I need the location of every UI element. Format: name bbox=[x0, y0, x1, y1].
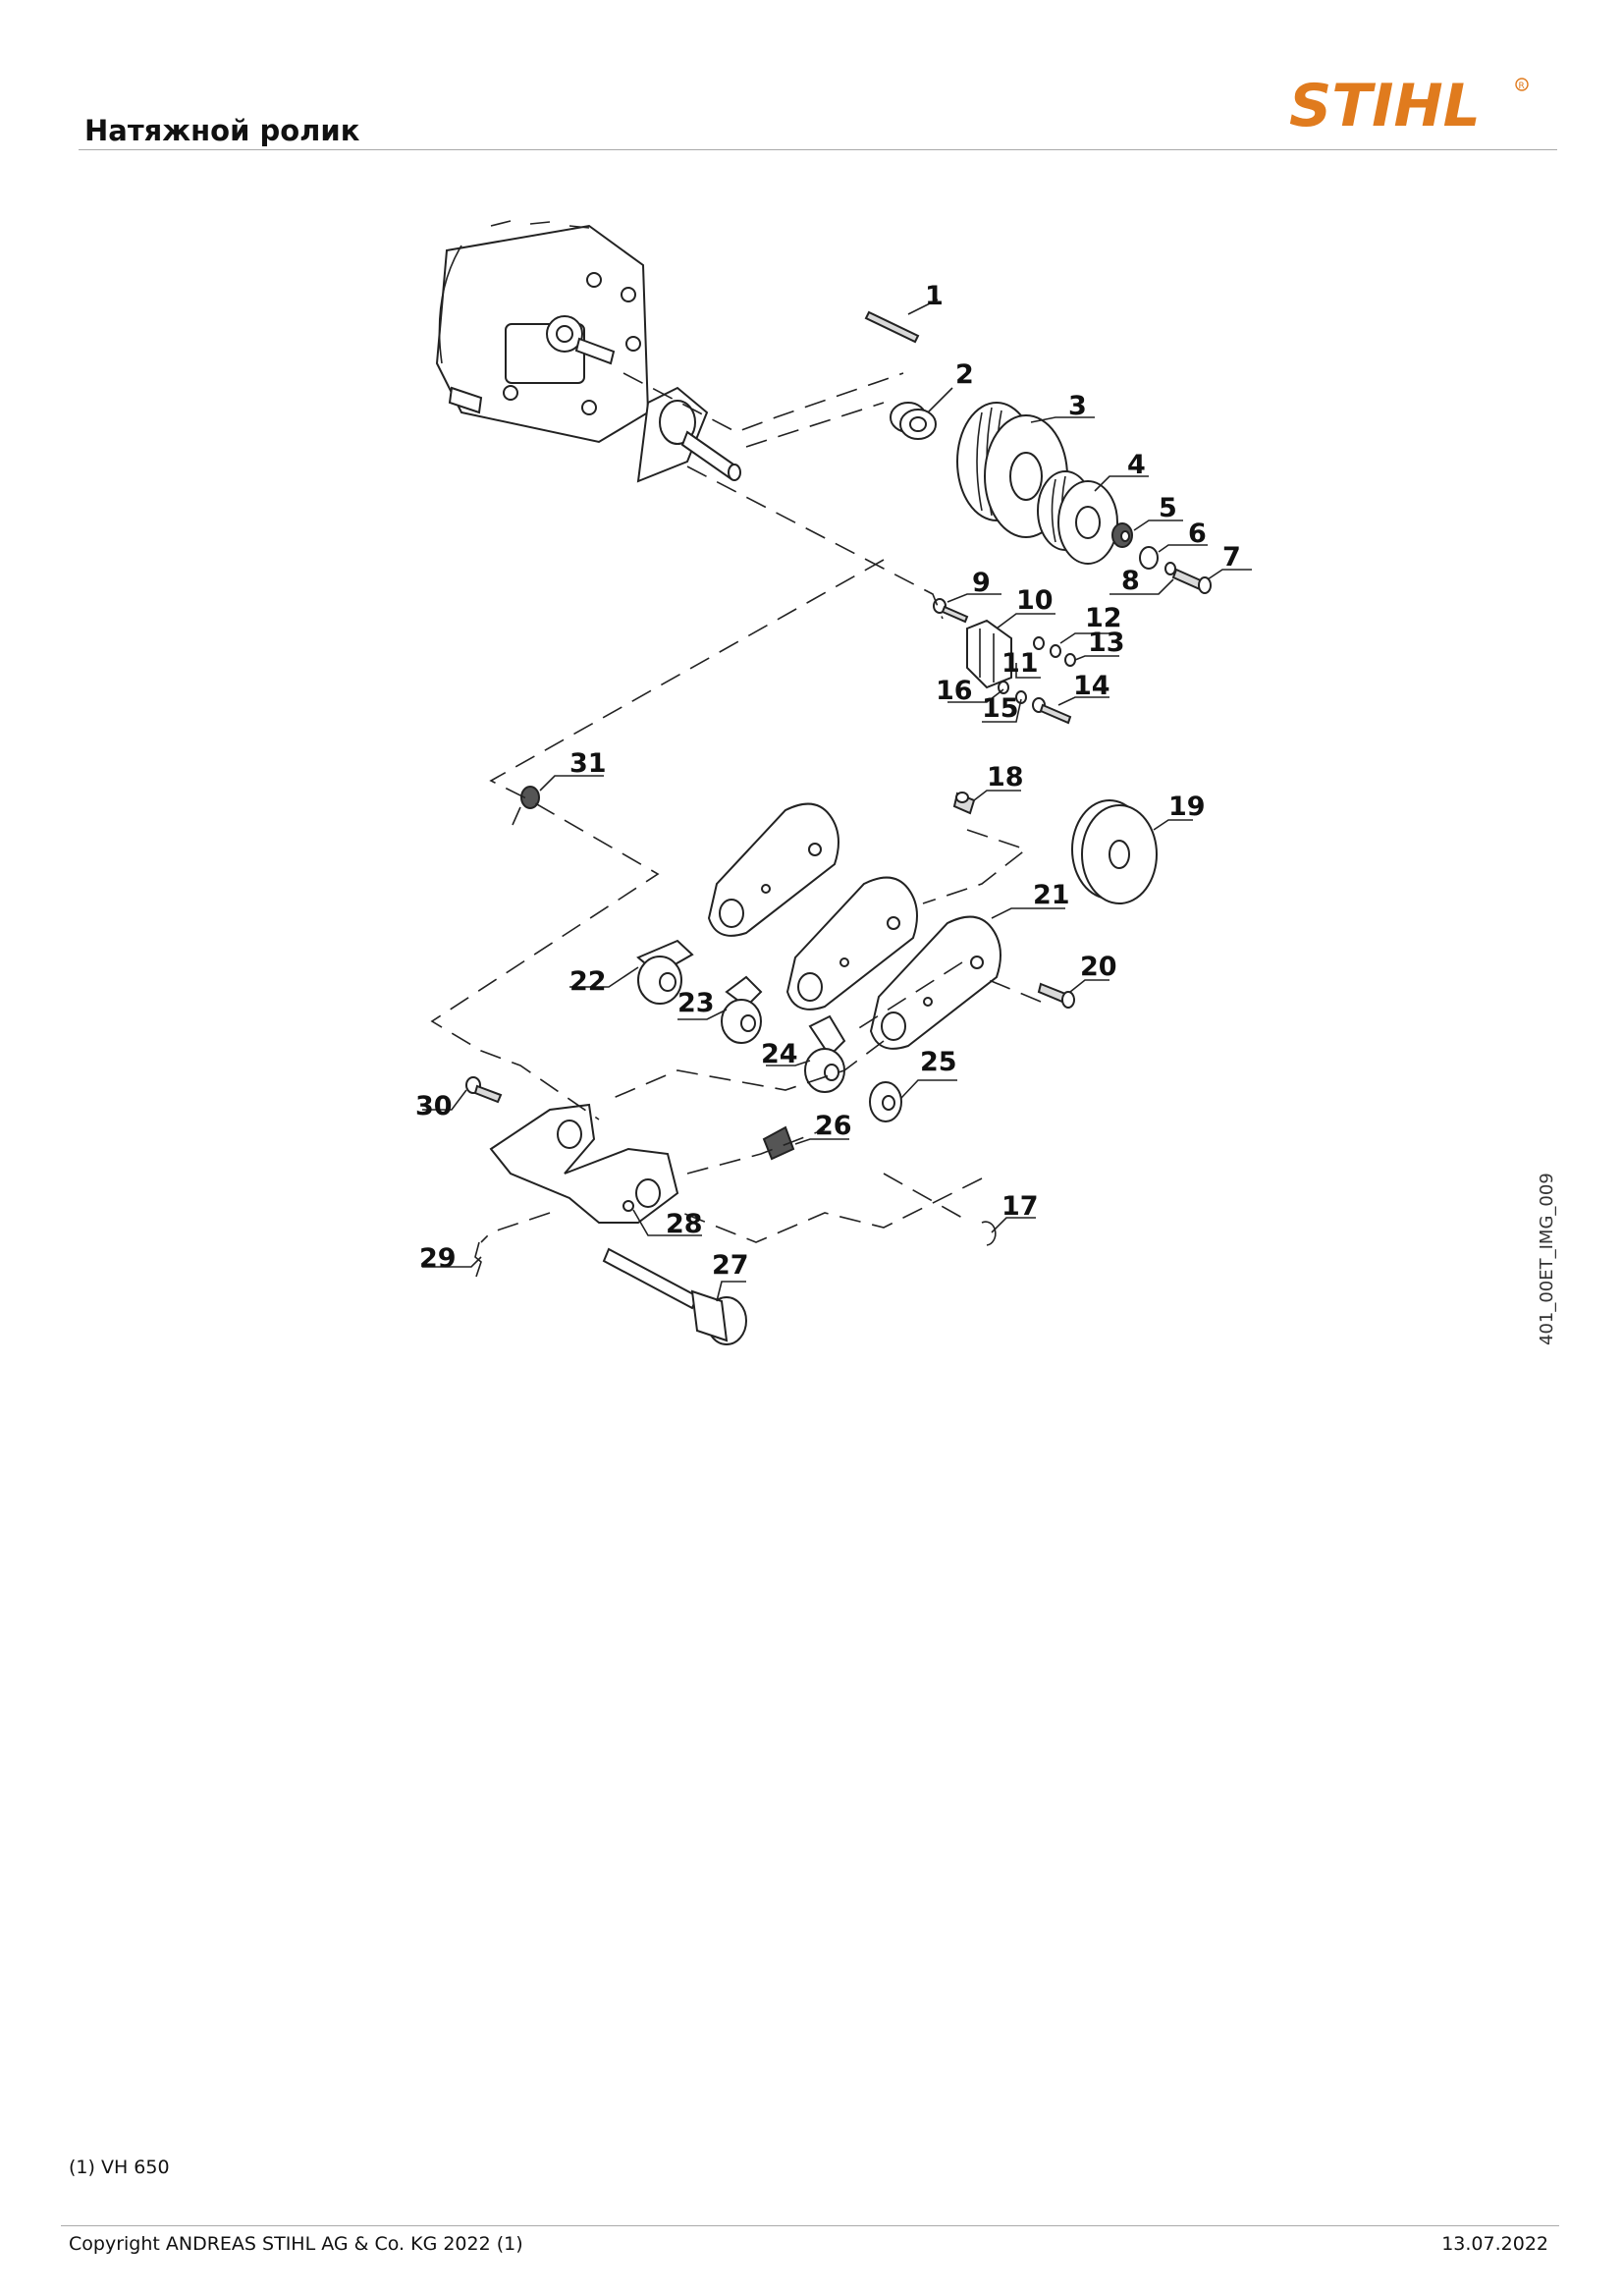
label-16: 16 bbox=[936, 676, 973, 706]
copyright-text: Copyright ANDREAS STIHL AG & Co. KG 2022… bbox=[69, 2233, 523, 2255]
label-23: 23 bbox=[677, 988, 715, 1018]
part-22-cam bbox=[636, 939, 694, 1005]
label-13: 13 bbox=[1088, 628, 1125, 658]
part-27-pin bbox=[602, 1247, 747, 1345]
label-27: 27 bbox=[712, 1250, 749, 1281]
exploded-parts-diagram: 1 2 3 4 5 6 7 8 9 10 11 12 13 14 15 16 1… bbox=[415, 220, 1252, 1345]
label-17: 17 bbox=[1001, 1191, 1039, 1222]
part-14-screw bbox=[1032, 697, 1072, 725]
page-title: Натяжной ролик bbox=[84, 114, 360, 147]
image-code: 401_00ET_IMG_009 bbox=[1537, 1173, 1557, 1345]
model-footnote: (1) VH 650 bbox=[69, 2157, 170, 2178]
label-26: 26 bbox=[815, 1111, 852, 1141]
part-10-clip bbox=[966, 619, 1012, 689]
label-18: 18 bbox=[987, 762, 1024, 793]
engine-block bbox=[435, 220, 650, 444]
part-7-screw bbox=[1171, 568, 1212, 594]
stihl-logo-text: STIHL bbox=[1289, 72, 1481, 139]
part-31-spring bbox=[512, 786, 540, 826]
label-4: 4 bbox=[1127, 450, 1146, 480]
label-19: 19 bbox=[1168, 792, 1206, 822]
part-23-cam bbox=[721, 975, 763, 1044]
part-15-washer bbox=[1015, 690, 1027, 704]
part-19-roller bbox=[1071, 799, 1158, 904]
label-15: 15 bbox=[982, 693, 1019, 724]
part-11-washer bbox=[1033, 636, 1045, 650]
bracket-plate bbox=[636, 386, 741, 483]
part-28-lever bbox=[489, 1103, 679, 1224]
part-17-circlip bbox=[981, 1221, 997, 1246]
part-21-tension-arm-c bbox=[869, 915, 1001, 1050]
part-21-tension-arm-a bbox=[707, 802, 839, 937]
part-12-washer bbox=[1050, 644, 1061, 658]
label-5: 5 bbox=[1159, 493, 1177, 523]
label-12: 12 bbox=[1085, 603, 1122, 633]
stihl-logo: STIHL R bbox=[1289, 72, 1529, 139]
part-13-nut bbox=[1064, 653, 1076, 667]
label-14: 14 bbox=[1073, 671, 1110, 701]
label-6: 6 bbox=[1188, 519, 1207, 549]
part-25-washer bbox=[869, 1081, 902, 1122]
part-8-washer bbox=[1164, 562, 1176, 575]
footer-divider bbox=[61, 2225, 1559, 2226]
label-30: 30 bbox=[415, 1091, 453, 1121]
label-10: 10 bbox=[1016, 585, 1054, 616]
part-5-bushing bbox=[1111, 522, 1133, 548]
label-28: 28 bbox=[666, 1209, 703, 1239]
part-18-pin bbox=[952, 792, 976, 815]
print-date: 13.07.2022 bbox=[1441, 2233, 1548, 2255]
label-9: 9 bbox=[972, 568, 991, 598]
part-20-screw bbox=[1037, 982, 1075, 1009]
part-30-screw bbox=[465, 1076, 503, 1104]
label-29: 29 bbox=[419, 1243, 457, 1274]
label-31: 31 bbox=[569, 748, 607, 779]
part-26-clip bbox=[762, 1125, 795, 1161]
part-4-pulley bbox=[1037, 470, 1118, 565]
label-8: 8 bbox=[1121, 566, 1140, 596]
label-2: 2 bbox=[955, 359, 974, 390]
header-divider bbox=[79, 149, 1557, 150]
label-3: 3 bbox=[1068, 391, 1087, 421]
part-9-screw bbox=[933, 598, 969, 624]
leader-lines bbox=[422, 299, 1252, 1302]
part-2-bushing bbox=[890, 402, 937, 440]
label-11: 11 bbox=[1001, 648, 1039, 679]
assembly-lines bbox=[430, 372, 1042, 1243]
part-1-key bbox=[864, 310, 920, 344]
label-24: 24 bbox=[761, 1039, 798, 1069]
svg-text:R: R bbox=[1519, 82, 1525, 91]
label-22: 22 bbox=[569, 966, 607, 997]
label-20: 20 bbox=[1080, 952, 1117, 982]
label-1: 1 bbox=[925, 281, 944, 311]
label-21: 21 bbox=[1033, 880, 1070, 910]
part-6-washer bbox=[1139, 546, 1159, 570]
label-7: 7 bbox=[1222, 542, 1241, 573]
part-24-cam bbox=[804, 1014, 846, 1093]
part-labels: 1 2 3 4 5 6 7 8 9 10 11 12 13 14 15 16 1… bbox=[415, 281, 1241, 1281]
part-21-tension-arm-b bbox=[785, 876, 918, 1011]
label-25: 25 bbox=[920, 1047, 957, 1077]
